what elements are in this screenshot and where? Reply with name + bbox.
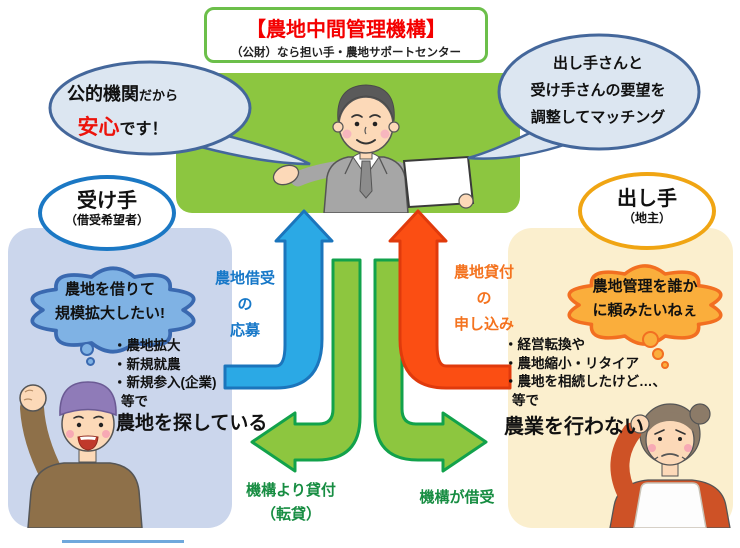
receiver-role-name: 受け手 xyxy=(77,190,137,212)
farmer-illustration xyxy=(19,381,143,528)
thought-dot xyxy=(86,357,95,366)
receiver-role-badge: 受け手 （借受希望者） xyxy=(38,175,176,251)
bubble-left-line2: 安心です！ xyxy=(77,116,168,139)
coordinator-illustration xyxy=(272,84,475,214)
thought-dot xyxy=(80,342,94,356)
receiver-bullet-list: ・農地拡大 ・新規就農 ・新規参入(企業) 等で xyxy=(113,337,217,411)
page-subtitle: （公財）なら担い手・農地サポートセンター xyxy=(231,47,461,59)
receiver-summary: 農地を探している xyxy=(116,413,268,434)
thought-dot xyxy=(652,348,664,360)
landowner-illustration xyxy=(609,403,731,528)
provider-bullet-list: ・経営転換や ・農地縮小・リタイア ・農地を相続したけど…、 等で xyxy=(504,336,666,410)
title-box: 【農地中間管理機構】 （公財）なら担い手・農地サポートセンター xyxy=(204,7,488,63)
list-item: ・新規就農 xyxy=(113,356,181,372)
org-borrow-label: 機構が借受 xyxy=(419,489,495,506)
receiver-thought-line1: 農地を借りて xyxy=(64,281,155,298)
list-item: ・経営転換や xyxy=(504,337,585,352)
provider-role-badge: 出し手 （地主） xyxy=(578,172,716,250)
green-left-arrow xyxy=(250,258,362,473)
bubble-right-line2: 受け手さんの要望を xyxy=(530,82,666,99)
provider-role-name: 出し手 xyxy=(617,188,677,210)
list-item: 等で xyxy=(121,393,148,409)
bubble-right-line3: 調整してマッチング xyxy=(530,109,666,126)
list-item: ・農地を相続したけど…、 xyxy=(504,374,666,389)
matching-bubble xyxy=(467,33,701,160)
public-agency-bubble xyxy=(48,60,311,166)
thought-dot xyxy=(661,361,669,369)
provider-summary: 農業を行わない xyxy=(504,416,644,438)
provider-thought-cloud xyxy=(567,264,723,346)
thought-dot xyxy=(642,331,659,348)
provider-thought-line2: に頼みたいねぇ xyxy=(592,302,698,319)
flow-arrows xyxy=(223,209,512,473)
provider-thought-text: 農地管理を誰か に頼みたいねぇ xyxy=(570,275,720,323)
bubble-left-line1: 公的機関だから xyxy=(66,84,178,104)
decoration-line xyxy=(62,540,184,543)
list-item: ・農地縮小・リタイア xyxy=(504,355,639,371)
list-item: 等で xyxy=(512,392,539,408)
green-right-arrow xyxy=(373,258,488,473)
bubble-right-line1: 出し手さんと xyxy=(552,55,643,72)
apply-lend-label: 農地貸付 の 申し込み xyxy=(453,264,514,333)
public-agency-bubble-text: 公的機関だから 安心です！ xyxy=(40,80,205,141)
receiver-thought-cloud xyxy=(30,266,196,354)
receiver-thought-text: 農地を借りて 規模拡大したい! xyxy=(30,278,190,326)
org-lend-label: 機構より貸付 （転貸） xyxy=(246,482,336,523)
provider-role-sub: （地主） xyxy=(622,211,671,225)
matching-bubble-text: 出し手さんと 受け手さんの要望を 調整してマッチング xyxy=(498,50,698,131)
list-item: ・新規参入(企業) xyxy=(113,375,217,390)
orange-up-arrow xyxy=(388,209,512,390)
provider-thought-line1: 農地管理を誰か xyxy=(592,278,698,295)
list-item: ・農地拡大 xyxy=(113,338,181,353)
apply-borrow-label: 農地借受 の 応募 xyxy=(214,270,275,339)
blue-up-arrow xyxy=(223,209,334,390)
page-title: 【農地中間管理機構】 xyxy=(246,19,446,41)
receiver-role-sub: （借受希望者） xyxy=(64,213,149,227)
receiver-thought-line2: 規模拡大したい! xyxy=(55,305,165,322)
